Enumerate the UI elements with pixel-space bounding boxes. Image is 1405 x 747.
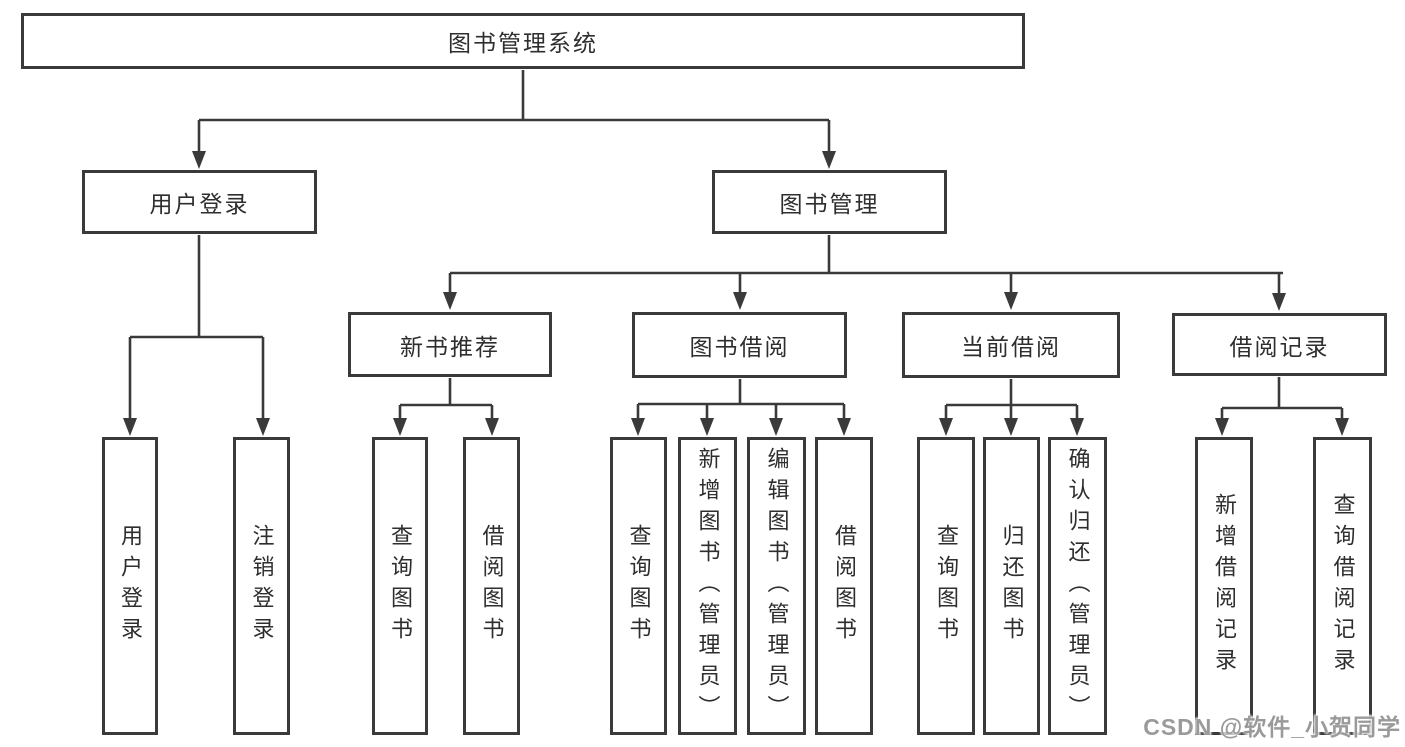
leaf-query-books-1: 查询图书 xyxy=(372,437,428,735)
node-book-borrow: 图书借阅 xyxy=(632,312,847,378)
leaf-query-books-2: 查询图书 xyxy=(610,437,667,735)
leaf-query-books-3: 查询图书 xyxy=(917,437,975,735)
leaf-logout: 注销登录 xyxy=(233,437,290,735)
node-new-book-recommend: 新书推荐 xyxy=(348,312,552,377)
node-book-management: 图书管理 xyxy=(712,170,947,234)
leaf-confirm-return-admin: 确认归还（管理员） xyxy=(1048,437,1107,735)
node-borrow-records: 借阅记录 xyxy=(1172,313,1387,376)
leaf-borrow-books-2: 借阅图书 xyxy=(815,437,873,735)
csdn-watermark: CSDN @软件_小贺同学 xyxy=(1143,714,1401,740)
leaf-add-borrow-record: 新增借阅记录 xyxy=(1195,437,1253,735)
leaf-query-borrow-record: 查询借阅记录 xyxy=(1313,437,1372,735)
leaf-add-books-admin: 新增图书（管理员） xyxy=(678,437,737,735)
node-root-system: 图书管理系统 xyxy=(21,13,1025,69)
node-current-borrow: 当前借阅 xyxy=(902,312,1120,378)
leaf-borrow-books-1: 借阅图书 xyxy=(463,437,520,735)
leaf-edit-books-admin: 编辑图书（管理员） xyxy=(747,437,806,735)
leaf-user-login: 用户登录 xyxy=(102,437,158,735)
leaf-return-books: 归还图书 xyxy=(983,437,1040,735)
node-user-login: 用户登录 xyxy=(82,170,317,234)
